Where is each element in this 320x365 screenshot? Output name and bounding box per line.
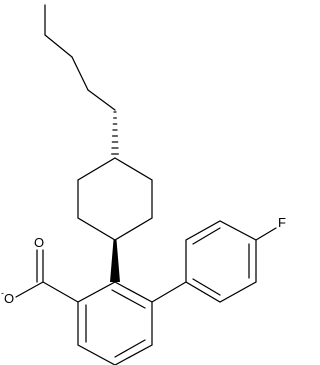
wedge-stereo-bond	[110, 240, 120, 282]
carboxylate-group: O O -	[1, 235, 79, 306]
aromatic-double-bond	[111, 289, 146, 309]
fluorine-label: F	[278, 215, 286, 230]
bond	[15, 281, 44, 298]
pentyl-chain	[44, 4, 116, 111]
cyclohexane-ring	[77, 157, 153, 241]
aromatic-double-bond	[192, 227, 221, 245]
bond	[87, 89, 116, 111]
hashed-stereo-bond	[111, 111, 119, 155]
negative-charge-label: -	[1, 288, 4, 298]
benzene-ring-outline	[185, 220, 257, 303]
bond	[255, 227, 277, 241]
biaryl-bond	[151, 281, 187, 303]
aromatic-double-bond	[192, 278, 221, 296]
aromatic-double-bond	[114, 339, 146, 358]
structure-diagram: O O - F	[1, 4, 286, 365]
bond	[42, 281, 79, 303]
bond	[44, 34, 73, 58]
benzoate-ring	[77, 281, 153, 365]
bond	[71, 56, 89, 91]
fluorophenyl-ring: F	[185, 215, 286, 303]
benzene-ring-outline	[77, 281, 153, 365]
oxygen-label: O	[4, 291, 14, 306]
oxygen-label: O	[34, 235, 44, 250]
